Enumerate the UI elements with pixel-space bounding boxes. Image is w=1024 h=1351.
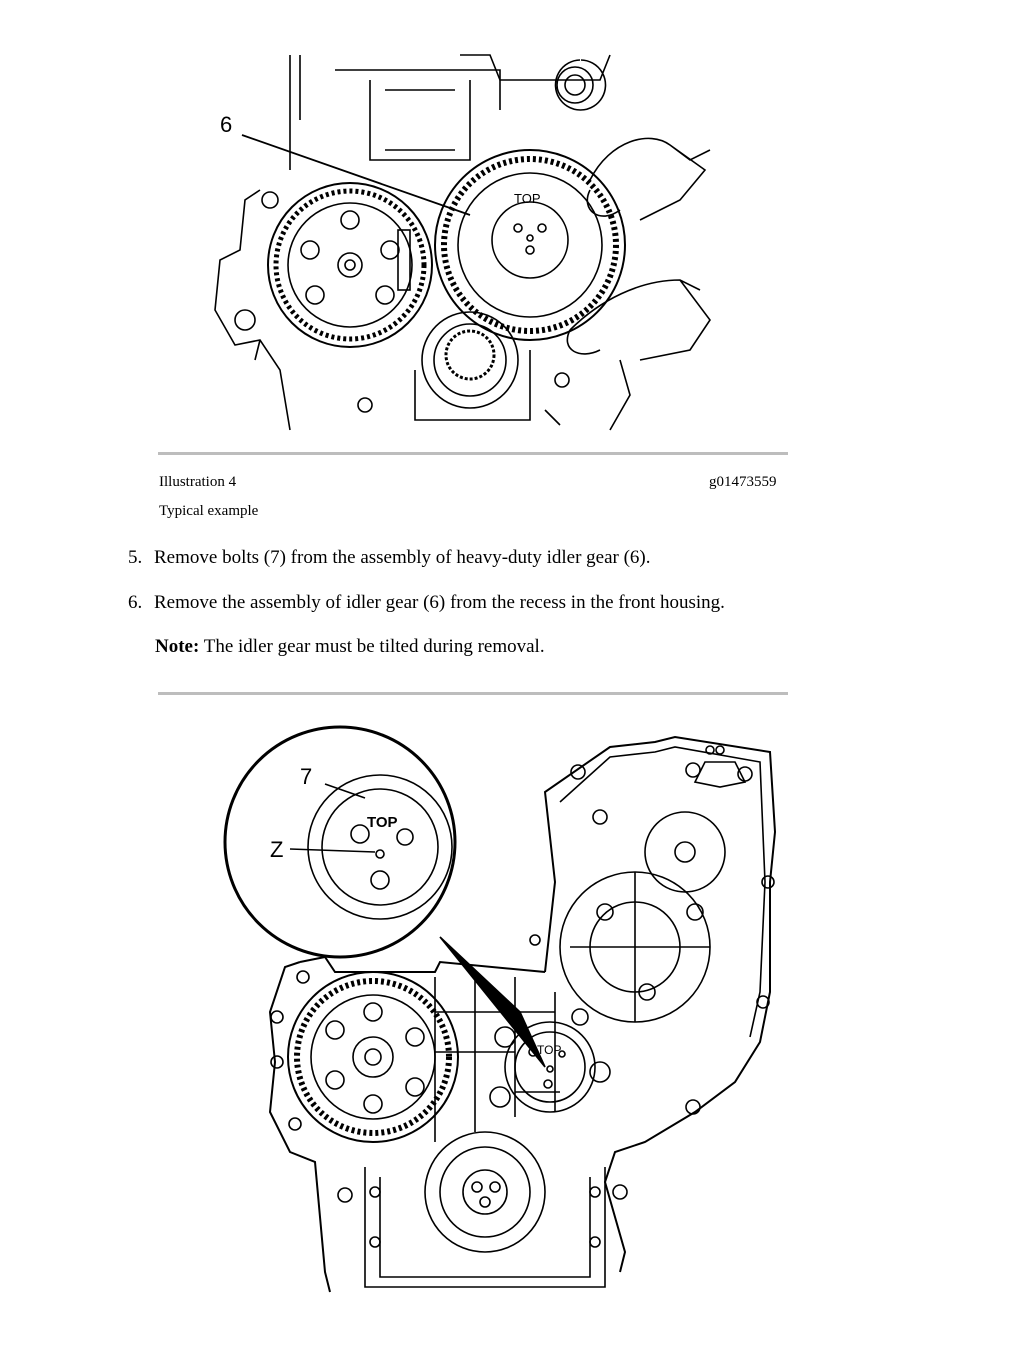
plug-circle (556, 66, 594, 104)
step-5-text: Remove bolts (7) from the assembly of he… (154, 547, 651, 568)
note: Note: The idler gear must be tilted duri… (155, 636, 545, 658)
step-5: 5. Remove bolts (7) from the assembly of … (128, 547, 651, 569)
step-6-text: Remove the assembly of idler gear (6) fr… (154, 592, 725, 613)
callout-6-label: 6 (220, 112, 232, 137)
step-5-number: 5. (128, 547, 143, 568)
housing-top-right (460, 54, 611, 111)
caption-top-rule (158, 452, 788, 455)
step-6-number: 6. (128, 592, 143, 613)
callout-z-label: Z (270, 837, 283, 862)
idler-top-marking: TOP (537, 1043, 561, 1057)
callout-7-label: 7 (300, 764, 312, 789)
magnified-top-marking: TOP (367, 814, 398, 831)
hand-upper (586, 137, 711, 221)
hand-lower (566, 279, 711, 361)
callout-6-leader (241, 134, 471, 216)
note-label: Note: (155, 636, 200, 657)
crank-gear-outer (267, 182, 433, 348)
gear-top-marking: TOP (514, 191, 541, 206)
step-6: 6. Remove the assembly of idler gear (6) … (128, 592, 725, 614)
lower-pulley (421, 311, 519, 409)
housing-outline (268, 735, 777, 1293)
gear-hub (352, 1036, 394, 1078)
lower-pulley (424, 1131, 546, 1253)
note-text: The idler gear must be tilted during rem… (203, 636, 545, 657)
magnified-gear-outer (307, 774, 453, 920)
idler-gear-assembly (504, 1021, 596, 1113)
illustration-label: Illustration 4 (159, 474, 237, 490)
housing-left (214, 189, 291, 431)
crank-gear (287, 971, 459, 1143)
illustration-description: Typical example (159, 503, 259, 519)
pump-boss (644, 811, 726, 893)
magnifier-circle (223, 725, 457, 959)
callout-z-leader (289, 848, 376, 853)
dowel-pin (397, 229, 411, 291)
graphic-id: g01473559 (709, 474, 777, 490)
front-housing-figure: TOP TOP 7 Z (215, 712, 790, 1302)
magnified-gear-hub (321, 788, 439, 906)
idler-gear-hub (491, 201, 569, 279)
magnifier-pointer (439, 936, 546, 1068)
idler-gear-outer (434, 149, 626, 341)
housing-outline (289, 55, 501, 170)
figure-2-top-rule (158, 692, 788, 695)
callout-7-leader (324, 783, 366, 799)
gear-hub (337, 252, 363, 278)
illustration-4-figure: TOP 6 (200, 50, 720, 435)
